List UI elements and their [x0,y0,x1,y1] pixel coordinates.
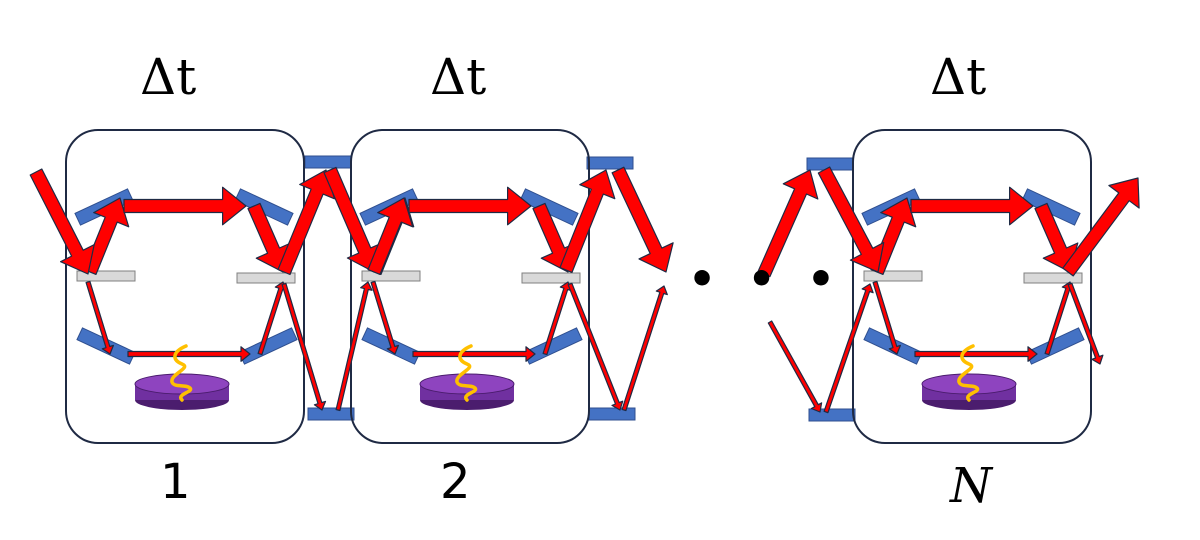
stage-n-atom-top [921,373,1017,395]
stage-2-time-label: Δt [430,48,487,106]
link-beam-down-n [817,166,885,273]
stage-n-beam-bottom [914,346,1038,362]
stage-n-box [852,129,1092,444]
link-beam-up-1 [277,169,336,276]
link-beam-low-down-1 [281,282,327,411]
ellipsis: • • • [688,254,844,305]
stage-2-beamsplitter-left [361,270,421,282]
stage-1-beam-low-left [85,280,115,355]
stage-2-atom-top [419,373,515,395]
stage-2-beamsplitter-right [521,272,581,284]
stage-1-beam-bottom [127,346,251,362]
stage-2-index-label: 2 [440,454,471,510]
link-beam-low-down-2 [567,282,624,411]
stage-n-photon [957,344,980,402]
stage-2-beam-entry [367,197,414,275]
link-beam-up-n [757,169,819,278]
stage-2-beam-top [408,186,532,226]
stage-1-beam-top [123,186,247,226]
link-mirror-top-2 [586,156,634,170]
stage-n-beamsplitter-right [1023,272,1083,284]
stage-n-beam-top [910,186,1034,226]
stage-1-time-label: Δt [140,48,197,106]
stage-2-beam-low-right [542,281,572,356]
stage-1-box [65,129,305,444]
stage-1-photon [170,344,193,402]
link-mirror-top-1 [304,155,352,169]
stage-2-box [350,129,590,444]
output-beam-low [1067,282,1104,365]
stage-1-beamsplitter-right [236,272,296,284]
link-beam-down-2 [611,166,674,273]
stage-2-photon [455,344,478,402]
stage-n-beamsplitter-left [863,270,923,282]
link-beam-low-down-n [767,320,823,413]
link-mirror-bottom-1 [307,407,355,421]
stage-1-index-label: 1 [160,454,191,510]
output-beam [1062,177,1140,277]
stage-1-beamsplitter-left [76,270,136,282]
link-mirror-bottom-2 [588,407,636,421]
stage-2-beam-low-left [370,280,399,355]
stage-2-beam-bottom [412,346,536,362]
stage-n-index-label: N [950,458,992,514]
link-beam-low-up-1 [335,281,373,412]
link-beam-low-up-n [823,283,874,414]
stage-n-time-label: Δt [930,48,987,106]
input-beam [29,168,95,275]
stage-1-atom-top [134,373,230,395]
link-beam-up-2 [559,169,616,273]
link-beam-low-up-2 [621,285,668,412]
stage-n-beam-low-left [872,280,902,355]
